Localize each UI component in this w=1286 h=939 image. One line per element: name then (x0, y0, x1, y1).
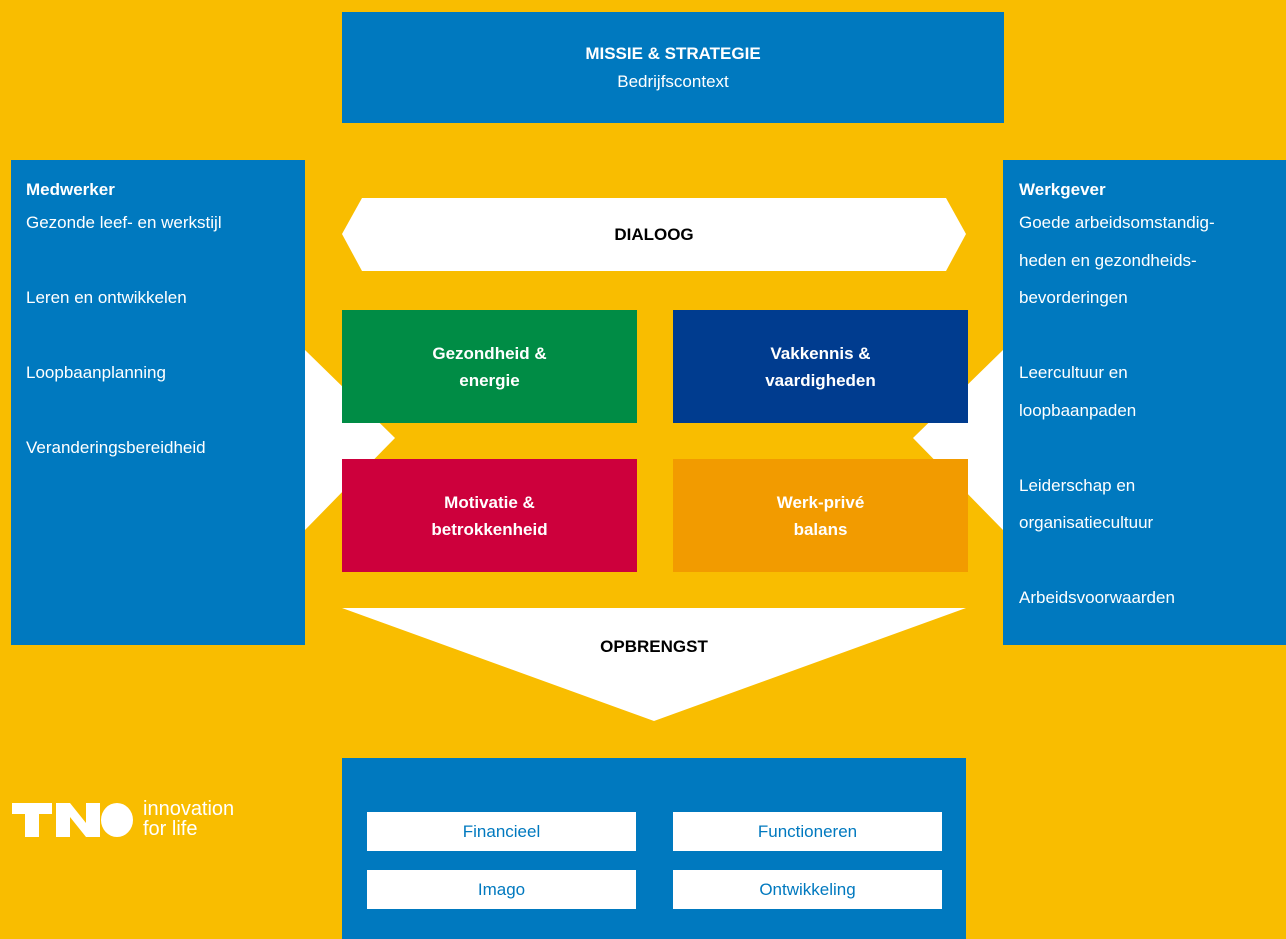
employee-panel: Medwerker Gezonde leef- en werkstijl Ler… (11, 160, 305, 645)
quadrant-line: Vakkennis & (770, 343, 871, 363)
employee-item: Gezonde leef- en werkstijl (26, 213, 222, 232)
employer-item: Leiderschap en organisatiecultuur (1019, 467, 1286, 542)
employer-panel: Werkgever Goede arbeidsomstandig- heden … (1003, 160, 1286, 645)
opbrengst-label: OPBRENGST (600, 637, 708, 656)
employer-item-line: Goede arbeidsomstandig- (1019, 213, 1215, 232)
quadrant-line: betrokkenheid (431, 519, 548, 539)
employer-heading: Werkgever (1019, 180, 1106, 199)
outcome-functioning: Functioneren (673, 812, 942, 851)
employer-item-line: heden en gezondheids- (1019, 250, 1197, 270)
quadrant-motivation: Motivatie & betrokkenheid (342, 459, 637, 572)
quadrant-balance: Werk-privé balans (673, 459, 968, 572)
employer-item-line: bevorderingen (1019, 288, 1128, 307)
employer-item-line: organisatiecultuur (1019, 513, 1154, 532)
quadrant-line: balans (793, 519, 848, 539)
tno-logo-mark (12, 803, 133, 837)
employee-heading: Medwerker (26, 180, 115, 199)
quadrant-health: Gezondheid & energie (342, 310, 637, 423)
employee-item: Leren en ontwikkelen (26, 288, 187, 307)
employer-item-line: loopbaanpaden (1019, 400, 1137, 420)
employer-item-line: Arbeidsvoorwaarden (1019, 588, 1175, 607)
outcome-image: Imago (367, 870, 636, 909)
quadrant-skills: Vakkennis & vaardigheden (673, 310, 968, 423)
logo-line: for life (143, 818, 198, 840)
outcome-development: Ontwikkeling (673, 870, 942, 909)
quadrant-line: Gezondheid & (432, 343, 547, 363)
mission-title: MISSIE & STRATEGIE (585, 43, 761, 63)
logo-line: innovation (143, 798, 235, 820)
employer-item-line: Leercultuur en (1019, 363, 1128, 382)
opbrengst-arrow (342, 608, 966, 721)
quadrant-line: energie (459, 370, 520, 390)
quadrant-line: Motivatie & (444, 492, 535, 512)
mission-box: MISSIE & STRATEGIE Bedrijfscontext (342, 12, 1004, 123)
employer-item: Arbeidsvoorwaarden (1019, 579, 1286, 617)
employer-item: Goede arbeidsomstandig- heden en gezondh… (1019, 204, 1286, 317)
employee-item: Veranderingsbereidheid (26, 438, 206, 457)
right-connector-wedge (913, 350, 1003, 530)
mission-subtitle: Bedrijfscontext (617, 71, 729, 91)
outcome-financial: Financieel (367, 812, 636, 851)
tno-logo: innovation for life (12, 798, 272, 840)
quadrant-line: Werk-privé (776, 492, 865, 512)
left-connector-wedge (305, 350, 395, 530)
dialog-banner (342, 198, 966, 271)
employer-item-line: Leiderschap en (1019, 475, 1136, 495)
outcome-box: Financieel Functioneren Imago Ontwikkeli… (342, 758, 966, 939)
dialog-label: DIALOOG (614, 225, 694, 244)
quadrant-line: vaardigheden (765, 370, 876, 390)
employee-item: Loopbaanplanning (26, 363, 166, 382)
employer-item: Leercultuur en loopbaanpaden (1019, 354, 1286, 429)
